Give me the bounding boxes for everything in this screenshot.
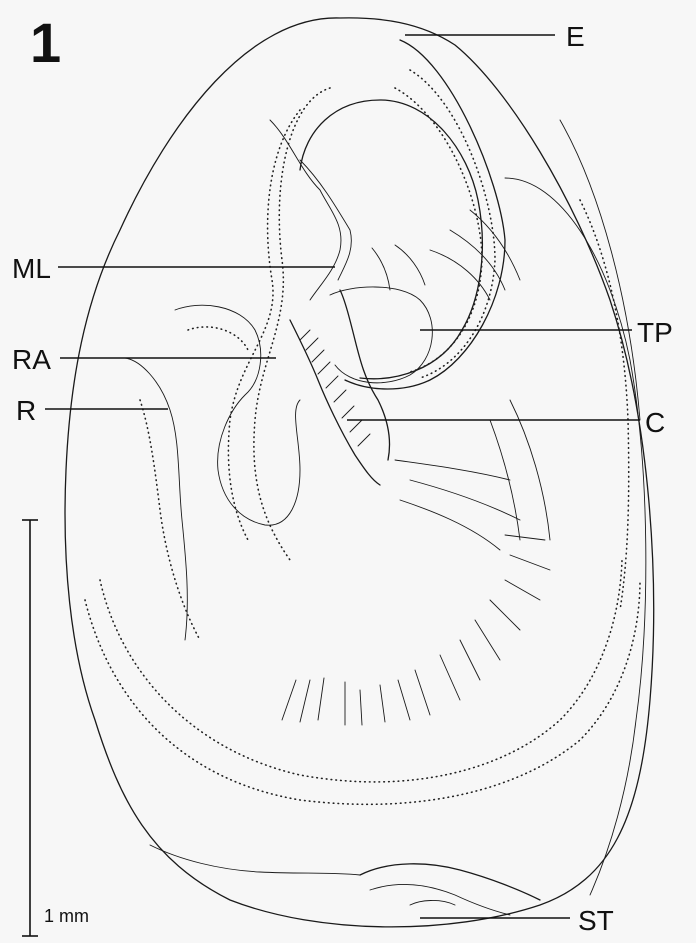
shell-outline (65, 18, 654, 927)
label-ra: RA (12, 344, 51, 375)
label-tp: TP (637, 317, 673, 348)
st-region-2 (370, 885, 510, 915)
label-e: E (566, 21, 585, 52)
inner-dotted-outer (228, 110, 300, 540)
shell-right-edge-inner (560, 120, 640, 420)
shell-right-edge (505, 178, 646, 895)
rostrum-dotted (188, 327, 248, 350)
label-c: C (645, 407, 665, 438)
r-lobe (125, 358, 187, 640)
sulcus-lower (290, 320, 380, 485)
label-ml: ML (12, 253, 51, 284)
tp-oval (330, 287, 432, 383)
lower-dotted-3 (580, 200, 629, 610)
lower-left-edge (150, 845, 360, 875)
lower-dotted-1 (85, 580, 640, 804)
st-region-3 (410, 900, 455, 905)
ostium-edge-2 (300, 160, 351, 280)
figure-number: 1 (30, 11, 61, 74)
label-r: R (16, 395, 36, 426)
striations (282, 210, 550, 725)
label-st: ST (578, 905, 614, 936)
st-region (360, 864, 540, 900)
rim-arc-inner (300, 100, 482, 379)
sulcus-hatch (300, 330, 370, 446)
r-lobe-dotted (140, 400, 200, 640)
rim-dotted (410, 70, 495, 378)
scale-bar (22, 520, 38, 936)
scale-bar-label: 1 mm (44, 906, 89, 926)
sulcus-upper (340, 290, 390, 460)
